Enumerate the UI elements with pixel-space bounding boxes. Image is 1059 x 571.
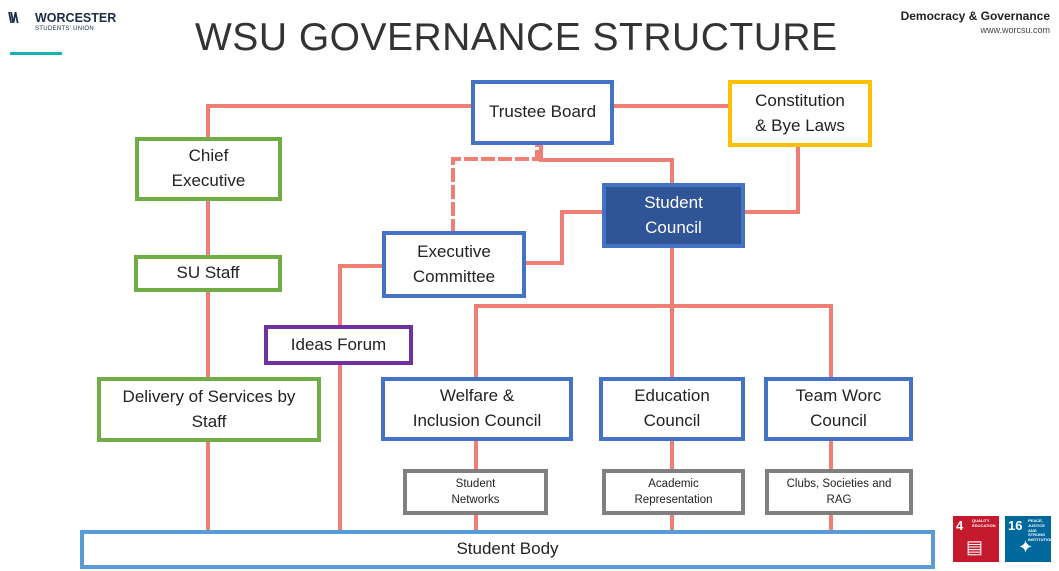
book-icon: ▤ [966,537,984,557]
sdg-number: 4 [956,518,964,533]
sdg-badge-16: 16 PEACE, JUSTICE AND STRONG INSTITUTION… [1005,516,1056,562]
node-chief-executive: Chief Executive [135,137,282,201]
node-label: Team Worc Council [795,386,882,430]
node-trustee-board: Trustee Board [471,80,614,145]
node-label: Academic Representation [634,477,713,506]
node-constitution: Constitution & Bye Laws [728,80,872,147]
node-label: Executive Committee [412,241,496,286]
node-label: SU Staff [176,263,240,283]
logo-subtitle: STUDENTS' UNION [35,26,94,32]
node-label: Clubs, Societies and RAG [786,477,892,506]
node-student-networks: Student Networks [403,469,548,515]
node-label: Delivery of Services by Staff [122,386,296,431]
node-ideas-forum: Ideas Forum [264,325,413,365]
node-label: Constitution & Bye Laws [755,90,845,135]
node-su-staff: SU Staff [134,255,282,292]
node-academic-representation: Academic Representation [602,469,745,515]
connector-exec-body [338,264,385,533]
node-label: Student Council [644,192,703,237]
node-welfare-inclusion-council: Welfare & Inclusion Council [381,377,573,441]
sdg-badge-4: 4 QUALITY EDUCATION ▤ [953,516,999,562]
sdg-text: QUALITY EDUCATION [972,518,996,528]
worcester-logo: \\/\ WORCESTER STUDENTS' UNION [8,8,128,66]
node-executive-committee: Executive Committee [382,231,526,298]
brand-title: Democracy & Governance [900,9,1050,23]
logo-name: WORCESTER [35,11,117,25]
logo-underline [10,52,62,55]
brand-url: www.worcsu.com [980,25,1050,35]
connector-council-branches [474,304,833,380]
connector-trustee-council [539,141,674,186]
node-label: Education Council [634,386,710,430]
node-label: Student Body [456,539,559,559]
node-clubs-societies-rag: Clubs, Societies and RAG [765,469,913,515]
connector-constitution-council [742,145,800,214]
sdg-number: 16 [1008,518,1023,533]
node-label: Trustee Board [488,102,597,122]
connector-exec-trustee-dashed [451,141,539,233]
node-team-worc-council: Team Worc Council [764,377,913,441]
node-label: Welfare & Inclusion Council [412,386,542,430]
brand-block: Democracy & Governance www.worcsu.com [901,9,1050,35]
node-education-council: Education Council [599,377,745,441]
connector-trustee-chief [206,104,474,140]
wsu-logo-icon: \\/\ [8,10,19,27]
node-label: Ideas Forum [290,334,387,354]
node-delivery-of-services: Delivery of Services by Staff [97,377,321,442]
dove-icon: ✦ [1018,537,1034,557]
sdg-text: PEACE, JUSTICE AND STRONG INSTITUTIONS [1028,518,1056,543]
connector-exec-council [523,210,605,265]
page-title: WSU GOVERNANCE STRUCTURE [195,16,838,59]
node-label: Student Networks [451,477,500,506]
node-label: Chief Executive [171,146,246,190]
node-student-council: Student Council [602,183,745,248]
node-student-body: Student Body [80,530,935,569]
